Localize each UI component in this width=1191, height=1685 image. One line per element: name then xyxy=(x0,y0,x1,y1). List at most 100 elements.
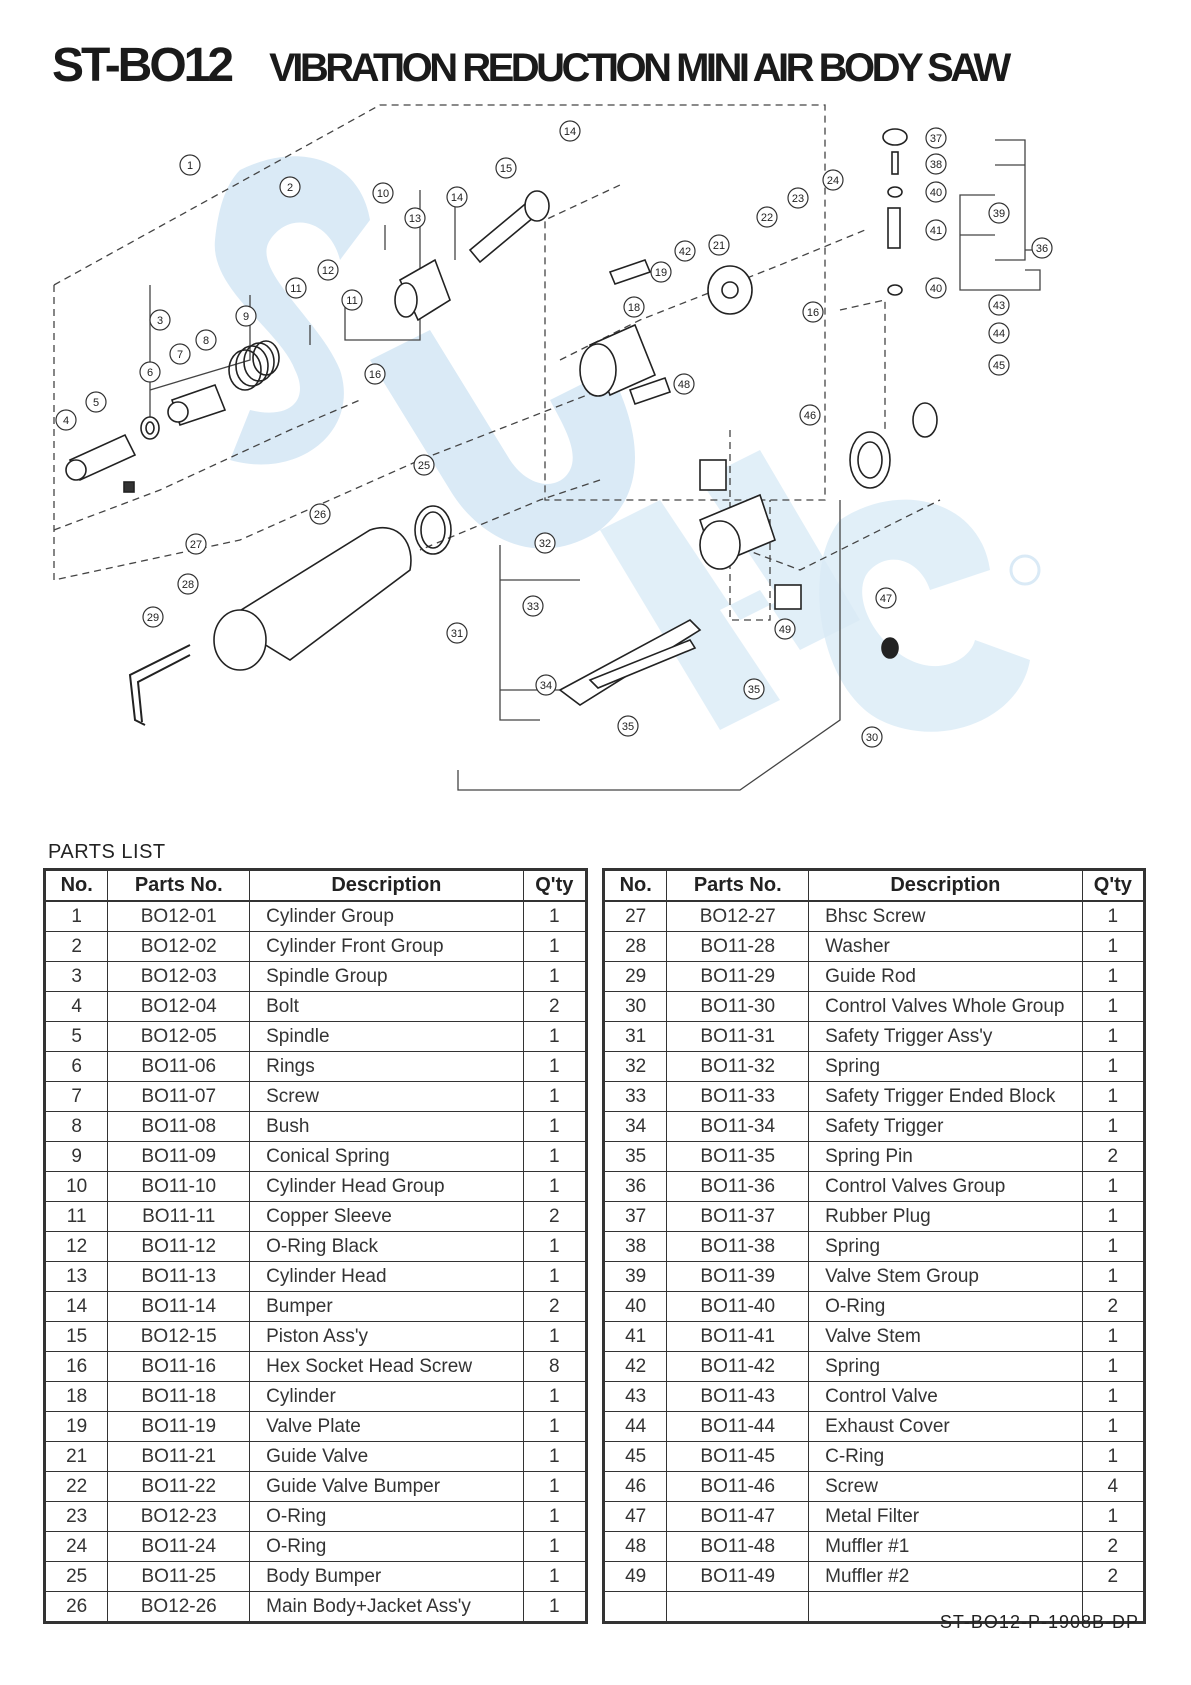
description-cell: Control Valves Whole Group xyxy=(808,991,1083,1022)
part-number-cell: 22 xyxy=(43,1471,109,1502)
parts-no-cell: BO11-09 xyxy=(107,1141,251,1172)
callout-label: 33 xyxy=(527,601,539,613)
parts-no-cell: BO11-48 xyxy=(666,1531,810,1562)
part-number-cell: 8 xyxy=(43,1111,109,1142)
bush-part xyxy=(167,383,227,427)
part-number-cell: 10 xyxy=(43,1171,109,1202)
document-code: ST-BO12-P-1908B-DP xyxy=(939,1612,1139,1632)
callout-marker: 10 xyxy=(372,182,394,204)
callout-marker: 8 xyxy=(195,329,217,351)
description-cell: Guide Rod xyxy=(808,961,1083,992)
callout-label: 4 xyxy=(63,415,69,427)
description-cell: Cylinder Group xyxy=(249,900,524,932)
part-number-cell: 4 xyxy=(43,991,109,1022)
quantity-cell: 1 xyxy=(1081,1021,1146,1052)
cylinder-part xyxy=(579,323,657,397)
description-cell: Rings xyxy=(249,1051,524,1082)
callout-marker: 32 xyxy=(534,532,556,554)
parts-no-cell: BO11-45 xyxy=(666,1441,810,1472)
quantity-cell: 1 xyxy=(522,1021,588,1052)
callout-marker: 14 xyxy=(559,120,581,142)
callout-label: 13 xyxy=(409,213,421,225)
control-valve-part xyxy=(699,493,776,570)
callout-marker: 34 xyxy=(535,674,557,696)
parts-no-cell: BO11-14 xyxy=(107,1291,251,1322)
callout-marker: 2 xyxy=(279,176,301,198)
watermark-logo xyxy=(214,156,1041,732)
body-bumper-part xyxy=(414,505,452,555)
part-number-cell: 1 xyxy=(43,900,109,932)
parts-no-cell: BO11-33 xyxy=(666,1081,810,1112)
parts-no-cell: BO11-47 xyxy=(666,1501,810,1532)
part-number-cell xyxy=(602,1591,668,1623)
parts-no-cell: BO11-08 xyxy=(107,1111,251,1142)
description-cell: Cylinder xyxy=(249,1381,524,1412)
callout-label: 16 xyxy=(807,307,819,319)
parts-no-cell: BO11-06 xyxy=(107,1051,251,1082)
part-number-cell: 38 xyxy=(602,1231,668,1262)
rings-part xyxy=(140,416,160,440)
description-cell: Screw xyxy=(808,1471,1083,1502)
quantity-cell: 1 xyxy=(1081,900,1146,932)
parts-no-cell: BO11-16 xyxy=(107,1351,251,1382)
part-number-cell: 25 xyxy=(43,1561,109,1592)
part-number-cell: 48 xyxy=(602,1531,668,1562)
callout-label: 14 xyxy=(451,192,463,204)
callout-marker: 35 xyxy=(617,715,639,737)
quantity-cell: 1 xyxy=(522,1141,588,1172)
quantity-cell: 4 xyxy=(1081,1471,1146,1502)
parts-no-cell: BO12-04 xyxy=(107,991,251,1022)
quantity-cell: 1 xyxy=(522,1321,588,1352)
description-cell: O-Ring xyxy=(249,1501,524,1532)
part-number-cell: 7 xyxy=(43,1081,109,1112)
quantity-cell: 1 xyxy=(1081,931,1146,962)
description-cell: Valve Plate xyxy=(249,1411,524,1442)
part-number-cell: 35 xyxy=(602,1141,668,1172)
callout-label: 7 xyxy=(177,349,183,361)
parts-no-cell: BO11-19 xyxy=(107,1411,251,1442)
callout-label: 9 xyxy=(243,311,249,323)
callout-label: 21 xyxy=(713,240,725,252)
parts-no-cell: BO11-22 xyxy=(107,1471,251,1502)
callout-label: 39 xyxy=(993,208,1005,220)
quantity-cell: 1 xyxy=(522,1111,588,1142)
part-number-cell: 34 xyxy=(602,1111,668,1142)
callout-marker: 25 xyxy=(413,454,435,476)
part-number-cell: 23 xyxy=(43,1501,109,1532)
model-number: ST-BO12 xyxy=(52,39,234,92)
callout-label: 40 xyxy=(930,187,942,199)
parts-no-cell: BO11-10 xyxy=(107,1171,251,1202)
callout-label: 32 xyxy=(539,538,551,550)
description-cell: Spring Pin xyxy=(808,1141,1083,1172)
callout-label: 48 xyxy=(678,379,690,391)
callout-marker: 30 xyxy=(861,726,883,748)
part-number-cell: 33 xyxy=(602,1081,668,1112)
description-cell: Spring xyxy=(808,1051,1083,1082)
parts-no-cell: BO11-12 xyxy=(107,1231,251,1262)
part-number-cell: 30 xyxy=(602,991,668,1022)
parts-no-cell: BO12-02 xyxy=(107,931,251,962)
description-cell: C-Ring xyxy=(808,1441,1083,1472)
main-body-part xyxy=(213,527,412,671)
callout-marker: 47 xyxy=(875,587,897,609)
callout-marker: 11 xyxy=(341,289,363,311)
callout-marker: 16 xyxy=(364,363,386,385)
callout-marker: 15 xyxy=(495,157,517,179)
quantity-cell: 1 xyxy=(522,1591,588,1623)
callout-label: 12 xyxy=(322,265,334,277)
callout-marker: 26 xyxy=(309,503,331,525)
